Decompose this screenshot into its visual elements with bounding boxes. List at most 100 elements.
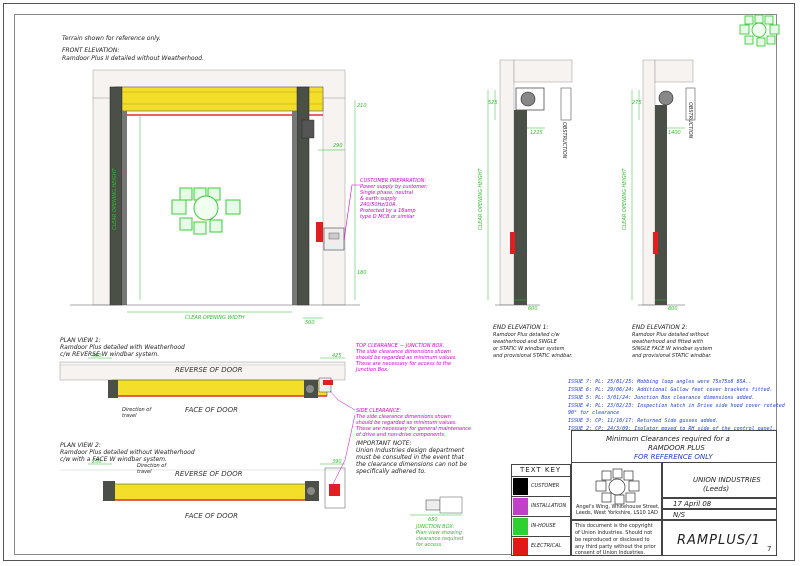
key-label: CUSTOMER [531, 483, 560, 489]
end-elev1-line: Ramdoor Plus detailed c/w [493, 332, 560, 338]
plan2-line: c/w with a FACE W windbar system. [60, 456, 167, 463]
key-swatch [513, 518, 528, 535]
plan1-line: c/w REVERSE W windbar system. [60, 351, 160, 358]
direction-of-travel-2: Direction of travel [137, 463, 167, 475]
drawing-number: RAMPLUS/1 [677, 533, 761, 548]
dim-label: 390 [332, 459, 342, 465]
side-clearance-note: SIDE CLEARANCE: The side clearance dimen… [356, 408, 471, 438]
dim-label: 500 [305, 320, 315, 326]
copyright-line: This document is the copyright [575, 523, 653, 529]
note-line: These are necessary for access to the [356, 361, 452, 367]
isolator [316, 222, 323, 242]
key-row-in-house: IN-HOUSE [512, 516, 572, 536]
title-block-title: Minimum Clearances required for a [606, 435, 730, 443]
key-row-electrical: ELECTRICAL [512, 536, 572, 556]
dim-label: 425 [332, 353, 342, 359]
note-line: should be regarded as minimum values. [356, 355, 457, 361]
end-elev2-line: weatherhood and fitted with [632, 339, 704, 345]
issue-line: ISSUE 5: PL: 3/01/24: Junction Box clear… [568, 395, 755, 401]
customer-prep-line: Power supply by customer: [360, 184, 428, 190]
drawing-border [14, 14, 777, 555]
dim-label: 290 [333, 143, 343, 149]
dim-label: 1400 [668, 130, 681, 136]
key-swatch [513, 478, 528, 495]
note-line: TOP CLEARANCE — JUNCTION BOX. [356, 343, 445, 349]
note-line: These are necessary for general maintena… [356, 426, 472, 432]
note-line: IMPORTANT NOTE: [356, 440, 412, 447]
head-box [114, 86, 324, 112]
client-cell: UNION INDUSTRIES (Leeds) [662, 462, 777, 498]
front-elevation-title: FRONT ELEVATION: [62, 47, 120, 54]
drawing-scale: N/S [673, 511, 686, 519]
client-sub: (Leeds) [703, 485, 730, 493]
note-line: must be consulted in the event that [356, 454, 464, 461]
key-label: ELECTRICAL [531, 543, 562, 549]
obstruction-label-1: OBSTRUCTION [561, 122, 567, 159]
issue-line: ISSUE 6: PL: 29/06/24: Additional Gallow… [568, 387, 773, 393]
note-line: specifically adhered to. [356, 468, 427, 475]
terrain-note: Terrain shown for reference only. [62, 35, 161, 42]
right-column [296, 86, 310, 306]
note-line: Plan view showing [416, 530, 462, 536]
note-line: should be regarded as minimum values. [356, 420, 457, 426]
key-label: IN-HOUSE [531, 523, 556, 529]
front-elevation-desc: Ramdoor Plus II detailed without Weather… [62, 55, 204, 62]
customer-prep-line: type D MCB or similar [360, 214, 415, 220]
end-elev2-title: END ELEVATION 2: [632, 324, 688, 331]
clear-opening-width-label: CLEAR OPENING WIDTH [185, 315, 245, 321]
end-elev2-line: and provisional STATIC windbar. [632, 353, 712, 359]
face-of-door-2: FACE OF DOOR [185, 512, 238, 520]
title-block-reference: FOR REFERENCE ONLY [634, 453, 713, 461]
company-logo-cell: Angel's Wing, Whitehouse Street, Leeds, … [571, 462, 662, 520]
end-elev1-line: and provisional STATIC windbar. [493, 353, 573, 359]
dim-label: 525 [488, 100, 498, 106]
drawing-date: 17 April 08 [673, 500, 712, 508]
clear-opening-height-label: CLEAR OPENING HEIGHT [112, 168, 118, 230]
issue-line: ISSUE 2: CP: 24/3/09: Isolator moved to … [568, 426, 776, 432]
customer-prep-line: & earth supply [360, 196, 397, 202]
dim-label: 1225 [530, 130, 543, 136]
end-elev2-line: Ramdoor Plus detailed without [632, 332, 709, 338]
company-logo-icon [595, 468, 640, 505]
note-line: The side clearance dimensions shown [356, 414, 451, 420]
obstruction-label-2: OBSTRUCTION [687, 102, 693, 139]
customer-prep-line: Single phase, neutral [360, 190, 414, 196]
copyright-cell: This document is the copyright of Union … [571, 520, 662, 556]
end-elev1-line: or STATIC W windbar system [493, 346, 565, 352]
dim-label: 400 [92, 353, 102, 359]
customer-prep-note: CUSTOMER PREPARATION: Power supply by cu… [360, 178, 428, 220]
text-key-title: TEXT KEY [520, 466, 562, 474]
plan2-title: PLAN VIEW 2: [60, 442, 101, 449]
customer-prep-line: CUSTOMER PREPARATION: [360, 178, 427, 184]
dim-label: 275 [632, 100, 642, 106]
plan1-title: PLAN VIEW 1: [60, 337, 101, 344]
corner-logo [739, 14, 780, 47]
dim-label: 180 [357, 270, 367, 276]
copyright-line: any third party without the prior [575, 544, 656, 550]
note-line: for access. [416, 542, 443, 548]
issue-line: ISSUE 4: PL: 23/02/23: Inspection hatch … [568, 403, 785, 409]
end-elev2-line: SINGLE FACE W windbar system [632, 346, 713, 352]
sheet-number: 7 [767, 545, 772, 553]
dim-label: 650 [428, 517, 438, 523]
scale-cell: N/S [662, 509, 777, 520]
note-line: JUNCTION BOX: [416, 524, 455, 530]
end-elev1-title: END ELEVATION 1: [493, 324, 549, 331]
title-block-subtitle: RAMDOOR PLUS [648, 444, 705, 452]
date-cell: 17 April 08 [662, 498, 777, 509]
key-label: INSTALLATION [531, 503, 567, 509]
copyright-line: be reproduced or disclosed to [575, 537, 650, 543]
important-note: IMPORTANT NOTE: Union Industries design … [356, 440, 467, 475]
drawing-sheet [3, 3, 795, 561]
plan2-line: Ramdoor Plus detailed without Weatherhoo… [60, 449, 195, 456]
key-row-customer: CUSTOMER [512, 476, 572, 496]
reverse-of-door-2: REVERSE OF DOOR [175, 470, 243, 478]
front-elevation [92, 69, 346, 306]
customer-prep-line: 240/50Hz/10A. [360, 202, 398, 208]
plan-view-1 [59, 357, 346, 398]
plan1-line: Ramdoor Plus detailed with Weatherhood [60, 344, 185, 351]
face-of-door-1: FACE OF DOOR [185, 406, 238, 414]
note-line: The side clearance dimensions shown [356, 349, 451, 355]
union-logo [171, 187, 241, 235]
